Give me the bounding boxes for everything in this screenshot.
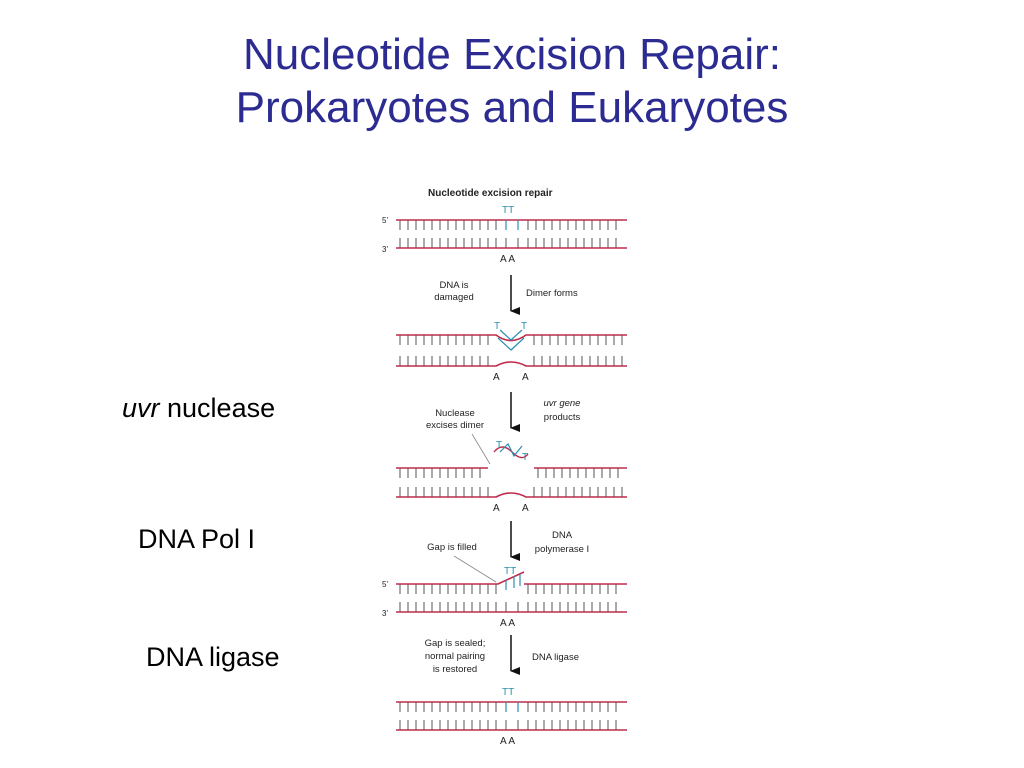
a-label-left-2: A (493, 372, 500, 383)
a-label-right-2: A (522, 372, 529, 383)
thymine-bonds (505, 220, 519, 230)
uvr-gene-line-1: uvr gene (544, 398, 581, 409)
excised-dimer (499, 442, 523, 458)
bottom-ticks (399, 238, 617, 248)
gap-filled-label: Gap is filled (427, 542, 477, 553)
thymine-bonds (505, 702, 519, 712)
dna-pol-line-1: DNA (552, 530, 573, 541)
gap-sealed-line-1: Gap is sealed; (425, 638, 486, 649)
top-ticks (399, 584, 617, 594)
step-damage: DNA is damaged Dimer forms (434, 275, 578, 315)
excises-dimer-line-2: excises dimer (426, 420, 484, 431)
title-line-2: Prokaryotes and Eukaryotes (235, 83, 789, 132)
label-3-prime: 3' (382, 245, 388, 254)
title-line-1: Nucleotide Excision Repair: (242, 30, 782, 79)
uvr-label-italic: uvr (122, 393, 160, 423)
pointer-line (453, 555, 497, 583)
aa-label-4: A A (500, 618, 515, 629)
polymerase-line-2: polymerase I (535, 544, 589, 555)
normal-pairing-line-2: normal pairing (425, 651, 485, 662)
adenine-bonds (505, 238, 519, 248)
dna-ligase-step-label: DNA ligase (532, 652, 579, 663)
label-5-prime: 5' (382, 216, 388, 225)
products-line-2: products (544, 412, 581, 423)
top-ticks (399, 220, 617, 230)
panel-excised: T T A A (396, 440, 627, 514)
pointer-line (471, 433, 491, 465)
step-gap-fill: Gap is filled DNA polymerase I (427, 521, 589, 583)
slide-title: Nucleotide Excision Repair: Prokaryotes … (0, 28, 1024, 134)
tt-label-4: TT (504, 566, 516, 577)
t-label-right-2: T (521, 321, 527, 332)
thymine-dimer (497, 329, 525, 351)
t-label-left-2: T (494, 321, 500, 332)
a-label-left-3: A (493, 503, 500, 514)
uvr-label-rest: nuclease (159, 393, 276, 423)
panel-restored: TT A A (396, 687, 627, 747)
tt-label-5: TT (502, 687, 514, 698)
bottom-ticks (399, 720, 617, 730)
top-ticks (399, 468, 619, 478)
bottom-ticks (399, 356, 623, 366)
strand-bottom (396, 492, 627, 498)
step-ligation: Gap is sealed; normal pairing is restore… (425, 635, 579, 675)
new-bases (505, 574, 521, 590)
figure-heading: Nucleotide excision repair (428, 188, 553, 199)
ner-diagram: Nucleotide excision repair 5' 3' TT A A … (382, 188, 627, 747)
adenine-bonds (505, 720, 519, 730)
strand-bottom (396, 361, 627, 367)
top-ticks (399, 335, 623, 345)
step-excision: Nuclease excises dimer uvr gene products (426, 392, 581, 465)
panel-gap-filled: 5' 3' TT A A (382, 566, 627, 629)
top-ticks (399, 702, 617, 712)
adenine-bonds (505, 602, 519, 612)
dna-ligase-label: DNA ligase (146, 642, 280, 672)
a-label-right-3: A (522, 503, 529, 514)
t-label-right-3: T (522, 452, 528, 463)
panel-dimer: T T A A (396, 321, 627, 383)
panel-normal-dna: 5' 3' TT A A (382, 205, 627, 265)
dna-damaged-line-1: DNA is (439, 280, 468, 291)
bottom-ticks (399, 602, 617, 612)
dimer-forms-label: Dimer forms (526, 288, 578, 299)
nuclease-line-1: Nuclease (435, 408, 475, 419)
restored-line-3: is restored (433, 664, 477, 675)
t-label-left-3: T (496, 440, 502, 451)
dna-damaged-line-2: damaged (434, 292, 474, 303)
label-3-prime-4: 3' (382, 609, 388, 618)
tt-label-1: TT (502, 205, 514, 216)
uvr-nuclease-label: uvr nuclease (122, 393, 275, 424)
bottom-ticks (399, 487, 623, 497)
dna-pol-label: DNA Pol I (138, 524, 256, 554)
label-5-prime-4: 5' (382, 580, 388, 589)
aa-label-5: A A (500, 736, 515, 747)
aa-label-1: A A (500, 254, 515, 265)
